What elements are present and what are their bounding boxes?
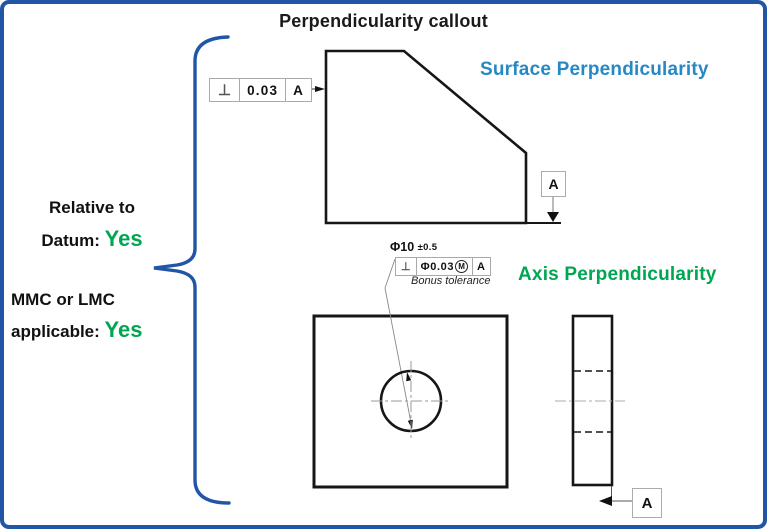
surface-datum-flag: A xyxy=(541,171,566,197)
surface-part-outline xyxy=(324,49,528,225)
axis-fcf-leader-upper xyxy=(384,258,396,289)
page-title: Perpendicularity callout xyxy=(279,11,488,31)
diameter-dimension-line xyxy=(384,287,413,429)
axis-tolerance-text: Φ0.03 xyxy=(420,260,455,273)
applicable-label: applicable: xyxy=(11,322,100,341)
hole-diameter-value: Φ10 xyxy=(390,240,415,254)
mmc-lmc-note: MMC or LMC applicable: Yes xyxy=(11,285,211,347)
perpendicularity-symbol-icon: ⊥ xyxy=(218,82,232,99)
datum-label: Datum: xyxy=(41,231,100,250)
surface-fcf-arrowhead-icon xyxy=(315,86,325,92)
surface-datum-reference: A xyxy=(285,79,311,101)
axis-datum-flag: A xyxy=(632,488,662,518)
dimension-arrow-bottom-icon xyxy=(407,419,413,429)
surface-perpendicularity-heading: Surface Perpendicularity xyxy=(480,59,709,80)
datum-yes-value: Yes xyxy=(104,226,143,251)
diagram-linework xyxy=(153,35,633,506)
grouping-brace xyxy=(153,35,231,505)
axis-datum-reference: A xyxy=(472,258,490,275)
axis-datum-triangle-icon xyxy=(599,496,612,506)
axis-perpendicularity-heading: Axis Perpendicularity xyxy=(518,264,717,285)
applicable-yes-line: applicable: Yes xyxy=(11,315,211,347)
surface-tolerance-value: 0.03 xyxy=(239,79,285,101)
mmc-lmc-line: MMC or LMC xyxy=(11,290,115,309)
surface-datum-triangle-icon xyxy=(547,212,559,222)
mmc-modifier-icon: M xyxy=(455,260,469,273)
applicable-yes-value: Yes xyxy=(104,317,143,342)
dimension-arrow-top-icon xyxy=(406,372,412,382)
datum-yes-line: Datum: Yes xyxy=(8,223,176,256)
perpendicularity-symbol-icon: ⊥ xyxy=(401,261,411,273)
bonus-tolerance-note: Bonus tolerance xyxy=(411,275,491,287)
relative-to-datum-note: Relative to Datum: Yes xyxy=(8,192,176,256)
hole-size-tolerance: ±0.5 xyxy=(417,242,438,253)
relative-to-line: Relative to xyxy=(49,198,135,217)
surface-feature-control-frame: ⊥ 0.03 A xyxy=(209,78,313,102)
hole-size-dimension: Φ10 ±0.5 xyxy=(390,240,437,254)
